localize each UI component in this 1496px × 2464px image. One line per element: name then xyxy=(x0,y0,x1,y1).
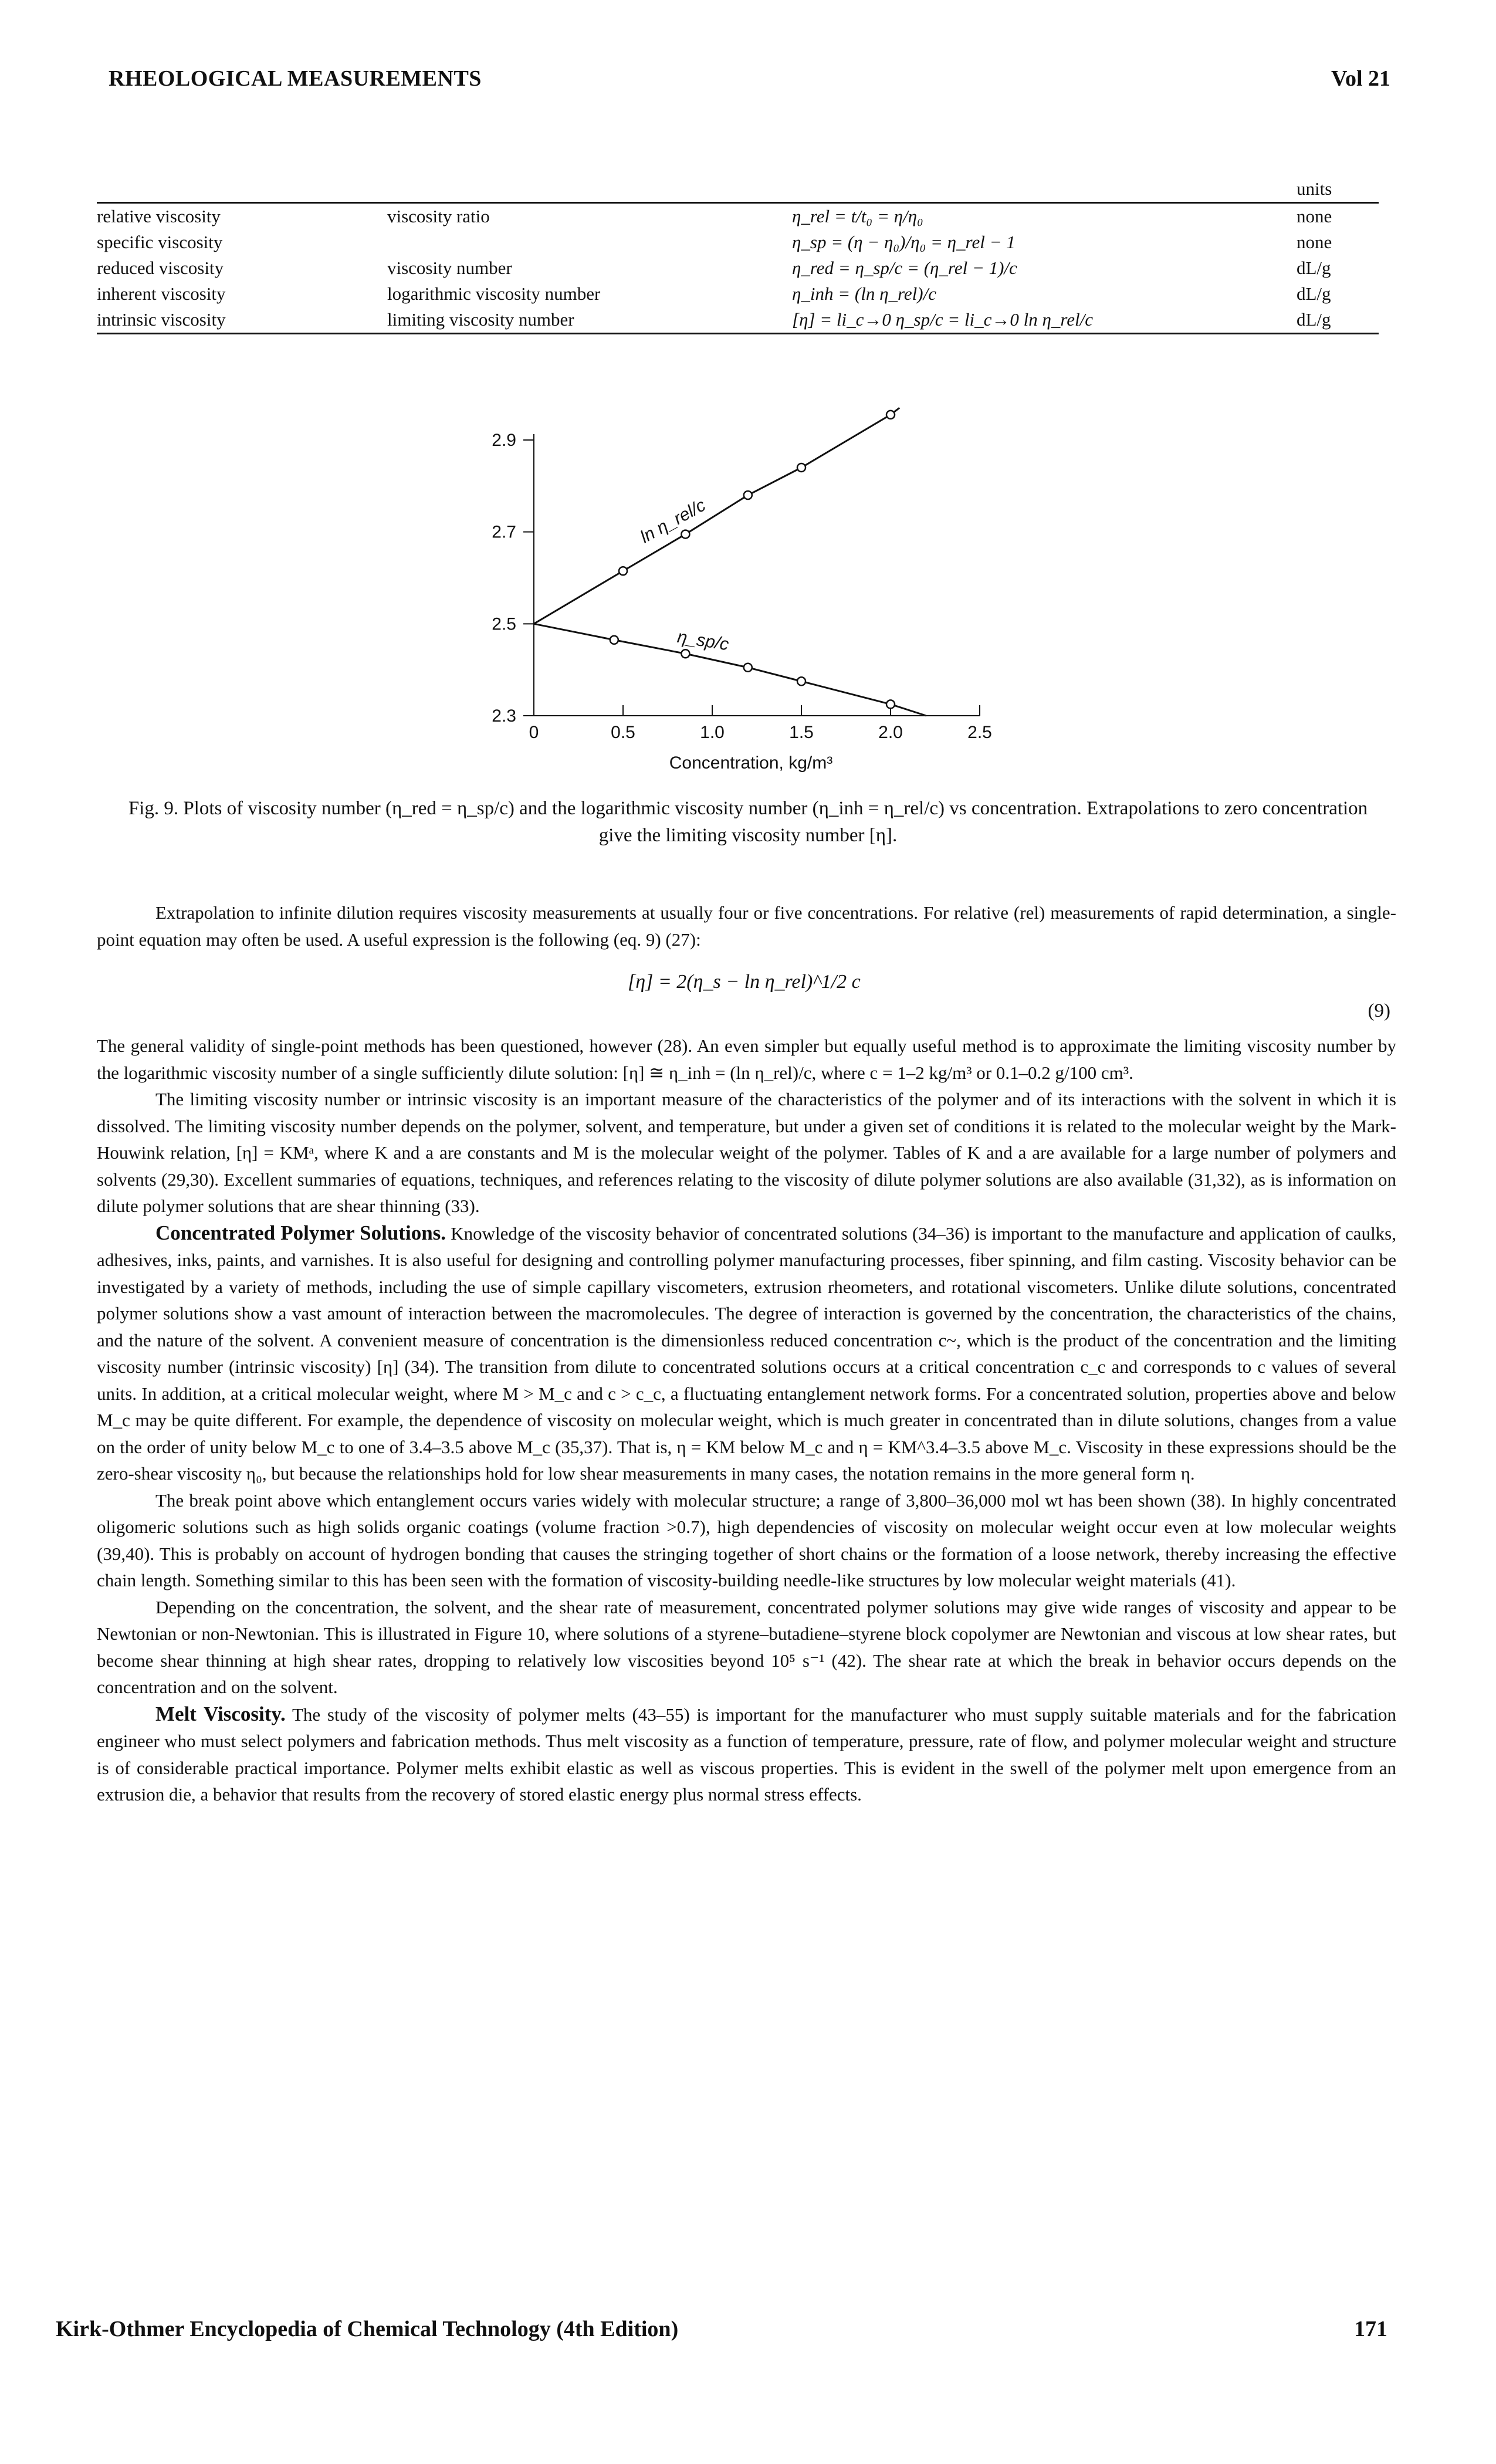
x-tick-label: 0 xyxy=(529,723,539,742)
series-label-ln-eta-rel: ln η_rel/c xyxy=(637,496,709,547)
paragraph-break-point: The break point above which entanglement… xyxy=(97,1490,1396,1591)
x-tick-label: 2.0 xyxy=(878,723,903,742)
paragraph-single-point: The general validity of single-point met… xyxy=(97,1035,1396,1083)
series-line-1 xyxy=(533,622,927,717)
units-column-header: units xyxy=(1297,176,1379,204)
term-name: specific viscosity xyxy=(97,232,223,252)
term-alt-name: viscosity ratio xyxy=(387,206,490,226)
data-point xyxy=(618,566,628,576)
term-alt-name xyxy=(387,229,792,255)
paragraph-concentrated: Concentrated Polymer Solutions. Knowledg… xyxy=(97,1220,1396,1487)
table-row: intrinsic viscosity limiting viscosity n… xyxy=(97,307,1379,334)
data-point xyxy=(796,676,807,686)
chart-axes xyxy=(523,434,980,716)
melt-viscosity-heading: Melt Viscosity. xyxy=(155,1702,286,1725)
data-point xyxy=(885,409,896,420)
y-tick-label: 2.5 xyxy=(492,614,516,634)
running-header-title: RHEOLOGICAL MEASUREMENTS xyxy=(109,66,482,91)
term-name: intrinsic viscosity xyxy=(97,307,387,334)
equation-9-number: (9) xyxy=(1368,1000,1390,1021)
term-unit: none xyxy=(1297,232,1332,252)
viscosity-terms-table: units relative viscosity viscosity ratio… xyxy=(97,176,1379,334)
data-point xyxy=(681,649,691,659)
x-axis-label: Concentration, kg/m³ xyxy=(669,753,832,773)
term-unit: dL/g xyxy=(1297,307,1379,334)
x-tick-label: 1.5 xyxy=(789,723,814,742)
footer-source: Kirk-Othmer Encyclopedia of Chemical Tec… xyxy=(56,2317,679,2341)
term-alt-name: viscosity number xyxy=(387,258,512,278)
term-name: relative viscosity xyxy=(97,206,221,226)
term-name: reduced viscosity xyxy=(97,258,224,278)
data-point xyxy=(743,662,753,672)
data-point xyxy=(885,699,896,709)
table-row: reduced viscosity viscosity number η_red… xyxy=(97,255,1379,281)
term-unit: none xyxy=(1297,206,1332,226)
x-tick-label: 2.5 xyxy=(967,723,992,742)
data-point xyxy=(743,490,753,500)
paragraph-limiting-viscosity: The limiting viscosity number or intrins… xyxy=(97,1089,1396,1216)
term-formula: [η] = li_c→0 η_sp/c = li_c→0 ln η_rel/c xyxy=(792,307,1297,334)
paragraph-shear-rate: Depending on the concentration, the solv… xyxy=(97,1596,1396,1698)
y-tick-label: 2.7 xyxy=(492,523,516,542)
y-tick-label: 2.9 xyxy=(492,431,516,450)
term-formula: η_rel = t/t₀ = η/η₀ xyxy=(792,206,923,226)
main-text: The general validity of single-point met… xyxy=(97,1033,1396,1808)
term-alt-name: limiting viscosity number xyxy=(387,307,792,334)
footer-page-number: 171 xyxy=(1354,2317,1387,2341)
caption-line-2: give the limiting viscosity number [η]. xyxy=(598,825,898,846)
term-unit: dL/g xyxy=(1297,258,1331,278)
data-point xyxy=(681,529,691,539)
concentrated-heading: Concentrated Polymer Solutions. xyxy=(155,1221,446,1244)
viscosity-chart: 0 0.5 1.0 1.5 2.0 2.5 2.3 2.5 2.7 2.9Concentratio… xyxy=(492,407,992,773)
term-formula: η_sp = (η − η₀)/η₀ = η_rel − 1 xyxy=(792,232,1016,252)
x-tick-label: 1.0 xyxy=(700,723,725,742)
table-header-row: units xyxy=(97,176,1379,204)
chart-series xyxy=(533,407,927,717)
x-tick-label: 0.5 xyxy=(611,723,635,742)
concentrated-text: Knowledge of the viscosity behavior of c… xyxy=(97,1223,1396,1484)
paragraph-extrapolation: Extrapolation to infinite dilution requi… xyxy=(97,902,1396,950)
caption-line-1: Fig. 9. Plots of viscosity number (η_red… xyxy=(128,798,1368,819)
equation-9: [η] = 2(η_s − ln η_rel)^1/2 c xyxy=(628,971,861,993)
figure-caption: Fig. 9. Plots of viscosity number (η_red… xyxy=(97,795,1399,849)
running-header-volume: Vol 21 xyxy=(1331,66,1390,91)
term-alt-name: logarithmic viscosity number xyxy=(387,283,601,304)
term-unit: dL/g xyxy=(1297,283,1331,304)
term-formula: η_inh = (ln η_rel)/c xyxy=(792,283,936,304)
term-formula: η_red = η_sp/c = (η_rel − 1)/c xyxy=(792,258,1017,278)
chart-labels: 0 0.5 1.0 1.5 2.0 2.5 2.3 2.5 2.7 2.9Concentratio… xyxy=(492,431,992,773)
table-row: relative viscosity viscosity ratio η_rel… xyxy=(97,203,1379,230)
data-point xyxy=(796,462,807,473)
series-line-0 xyxy=(533,407,901,625)
table-row: inherent viscosity logarithmic viscosity… xyxy=(97,281,1379,307)
melt-viscosity-text: The study of the viscosity of polymer me… xyxy=(97,1704,1396,1805)
data-point xyxy=(609,635,620,645)
table-row: specific viscosity η_sp = (η − η₀)/η₀ = … xyxy=(97,229,1379,255)
paragraph-melt-viscosity: Melt Viscosity. The study of the viscosi… xyxy=(97,1701,1396,1808)
y-tick-label: 2.3 xyxy=(492,706,516,726)
term-name: inherent viscosity xyxy=(97,283,226,304)
